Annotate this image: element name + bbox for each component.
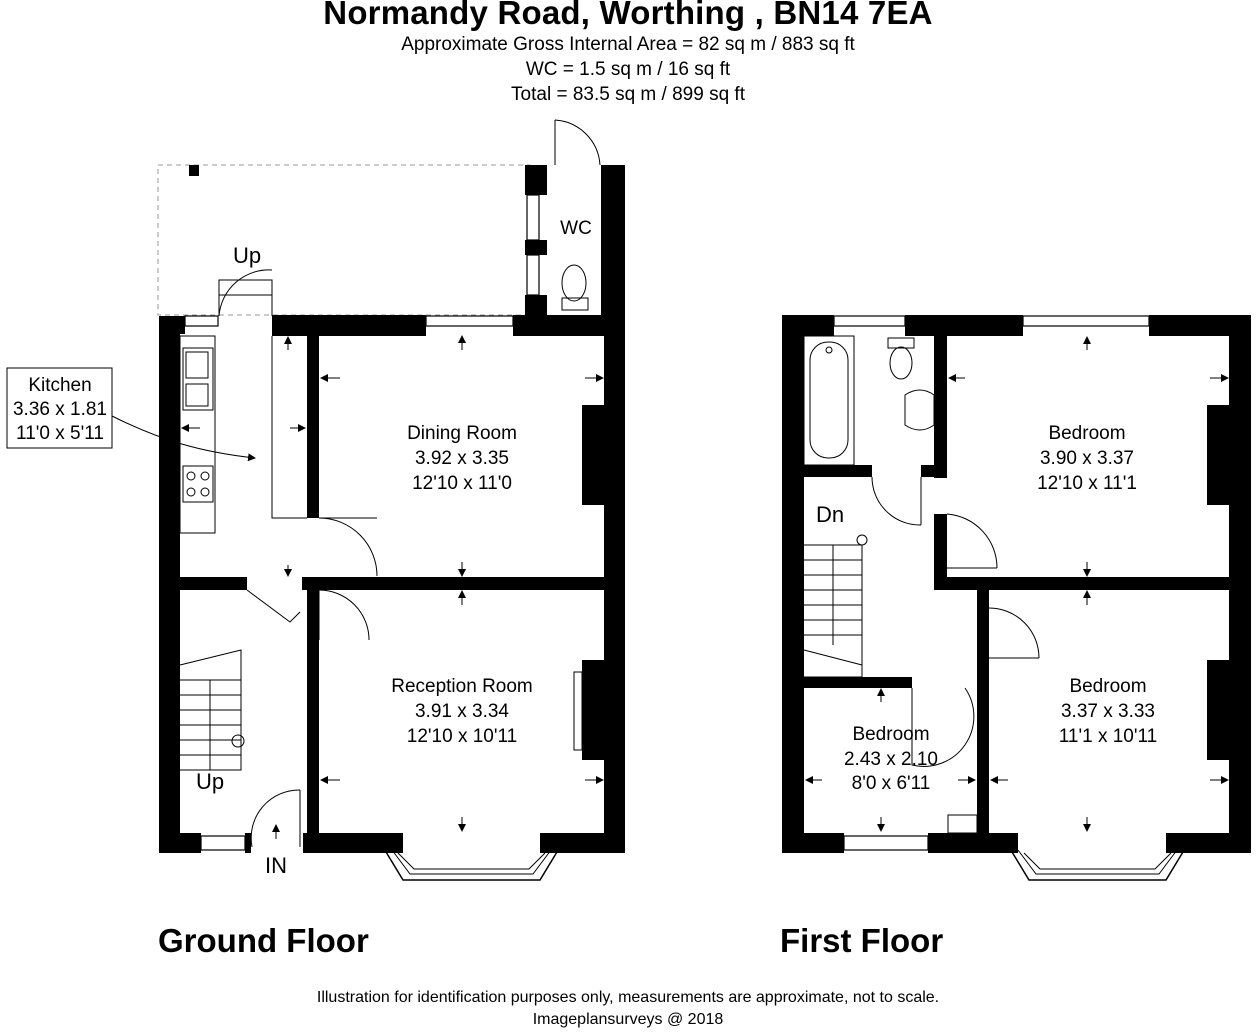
- kitchen-sink-icon: [182, 347, 214, 411]
- dining-imperial: 12'10 x 11'0: [412, 473, 512, 494]
- bathroom-fittings: [803, 335, 935, 466]
- bedroom-back-imperial: 12'10 x 11'1: [1037, 473, 1137, 494]
- kitchen-fittings: [179, 335, 216, 534]
- bedroom-back-name: Bedroom: [1048, 423, 1125, 444]
- plan-title: Normandy Road, Worthing , BN14 7EA: [323, 0, 933, 31]
- kitchen-name: Kitchen: [28, 375, 91, 396]
- wc-area-text: WC = 1.5 sq m / 16 sq ft: [525, 59, 731, 80]
- first-floor-walls: [782, 315, 1251, 853]
- first-floor-doors: [871, 476, 1040, 767]
- first-floor-dimension-arrows: [805, 336, 1229, 832]
- ground-floor-windows: [184, 194, 540, 851]
- toilet-icon: [887, 337, 915, 349]
- ground-floor-doors: [246, 119, 601, 848]
- first-floor-windows: [833, 315, 1150, 851]
- bedroom-front-imperial: 11'1 x 10'11: [1059, 726, 1157, 747]
- gross-area-text: Approximate Gross Internal Area = 82 sq …: [401, 34, 855, 55]
- hob-icon: [182, 465, 214, 503]
- toilet-icon: [561, 264, 589, 311]
- front-stairs: [179, 649, 245, 771]
- ground-floor-dimension-arrows: [181, 335, 604, 839]
- first-floor-stairs: [803, 534, 868, 678]
- bedroom-back-metric: 3.90 x 3.37: [1040, 448, 1134, 469]
- bedroom-small-name: Bedroom: [852, 724, 929, 745]
- reception-metric: 3.91 x 3.34: [415, 701, 509, 722]
- patio-outline: [157, 164, 531, 316]
- ground-floor-plan: Kitchen 3.36 x 1.81 11'0 x 5'11 Dining R…: [6, 119, 625, 881]
- basin-icon: [904, 389, 935, 431]
- total-area-text: Total = 83.5 sq m / 899 sq ft: [511, 84, 745, 105]
- kitchen-label-box: [6, 367, 113, 449]
- dining-metric: 3.92 x 3.35: [415, 448, 509, 469]
- up-label-bottom: Up: [196, 769, 224, 794]
- bedroom-small-metric: 2.43 x 2.10: [844, 749, 938, 770]
- first-floor-plan: Bedroom 3.90 x 3.37 12'10 x 11'1 Bedroom…: [782, 315, 1251, 881]
- reception-bay-window: [382, 846, 561, 881]
- reception-imperial: 12'10 x 10'11: [407, 726, 517, 747]
- bedroom-small-imperial: 8'0 x 6'11: [852, 773, 931, 794]
- kitchen-metric: 3.36 x 1.81: [13, 399, 107, 420]
- reception-name: Reception Room: [391, 676, 533, 697]
- disclaimer-text: Illustration for identification purposes…: [316, 989, 940, 1006]
- wc-label: WC: [560, 218, 592, 239]
- up-label-top: Up: [233, 243, 261, 268]
- down-label: Dn: [816, 502, 844, 527]
- bedroom-front-metric: 3.37 x 3.33: [1061, 701, 1155, 722]
- patio-post: [189, 165, 199, 176]
- first-floor-label: First Floor: [780, 922, 944, 959]
- dining-name: Dining Room: [407, 423, 517, 444]
- ground-floor-walls: [159, 165, 625, 853]
- bedroom-front-name: Bedroom: [1069, 676, 1146, 697]
- ground-floor-label: Ground Floor: [158, 922, 369, 959]
- entrance-label: IN: [265, 853, 287, 878]
- bedroom-bay-window: [1008, 846, 1187, 881]
- kitchen-imperial: 11'0 x 5'11: [16, 423, 104, 444]
- copyright-text: Imageplansurveys @ 2018: [532, 1011, 724, 1028]
- bath-icon: [803, 335, 855, 466]
- back-stairs: [218, 269, 273, 317]
